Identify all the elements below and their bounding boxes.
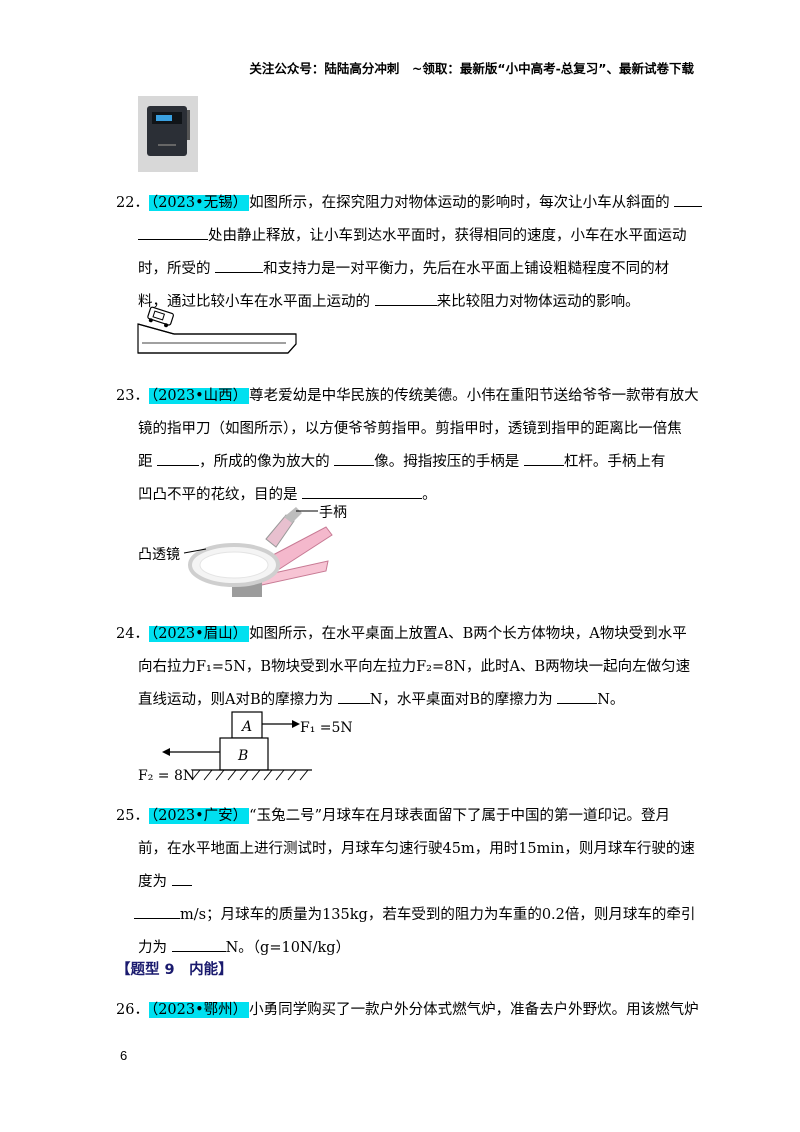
answer-blank[interactable] (337, 691, 370, 704)
question-22: 22．（2023•无锡）如图所示，在探究阻力对物体运动的影响时，每次让小车从斜面… (116, 187, 703, 319)
answer-blank[interactable] (557, 691, 598, 704)
source-tag: （2023•广安） (148, 808, 250, 824)
question-text: 凹凸不平的花纹，目的是 (138, 487, 298, 503)
question-text: 处由静止释放，让小车到达水平面时，获得相同的速度，小车在水平面运动 (208, 228, 687, 244)
answer-blank[interactable] (674, 194, 703, 207)
answer-blank[interactable] (334, 453, 375, 466)
question-26: 26．（2023•鄂州）小勇同学购买了一款户外分体式燃气炉，准备去户外野炊。用该… (116, 994, 699, 1027)
label-block-b: B (237, 748, 248, 764)
question-text: 度为 (138, 874, 167, 890)
source-tag: （2023•山西） (148, 388, 250, 404)
question-text: 尊老爱幼是中华民族的传统美德。小伟在重阳节送给爷爷一款带有放大 (249, 388, 699, 404)
question-text: 力为 (138, 940, 167, 956)
question-text: N，水平桌面对B的摩擦力为 (369, 692, 553, 708)
source-tag: （2023•眉山） (148, 626, 250, 642)
question-number: 26． (116, 1002, 149, 1018)
question-text: “玉兔二号”月球车在月球表面留下了属于中国的第一道印记。登月 (249, 808, 670, 824)
label-f1: F₁ =5N (300, 720, 353, 736)
question-text: 杠杆。手柄上有 (563, 454, 666, 470)
answer-blank[interactable] (215, 260, 264, 273)
question-text: 直线运动，则A对B的摩擦力为 (138, 692, 334, 708)
question-25: 25．（2023•广安）“玉兔二号”月球车在月球表面留下了属于中国的第一道印记。… (116, 800, 695, 965)
question-text: 如图所示，在探究阻力对物体运动的影响时，每次让小车从斜面的 (249, 195, 670, 211)
label-lens: 凸透镜 (138, 547, 180, 563)
question-text: 小勇同学购买了一款户外分体式燃气炉，准备去户外野炊。用该燃气炉 (249, 1002, 699, 1018)
section-heading: 【题型 9 内能】 (116, 962, 233, 978)
question-text: 料，通过比较小车在水平面上运动的 (138, 294, 370, 310)
question-text: 。 (422, 487, 437, 503)
question-number: 25． (116, 808, 149, 824)
question-number: 22． (116, 195, 149, 211)
question-text: 前，在水平地面上进行测试时，月球车匀速行驶45m，用时15min，则月球车行驶的… (138, 841, 695, 857)
ramp-cart-figure (136, 306, 302, 358)
answer-blank[interactable] (374, 293, 437, 306)
answer-blank[interactable] (171, 873, 192, 886)
device-image (138, 96, 198, 172)
question-text: 来比较阻力对物体运动的影响。 (436, 294, 640, 310)
label-block-a: A (240, 719, 252, 735)
question-text: 镜的指甲刀（如图所示），以方便爷爷剪指甲。剪指甲时，透镜到指甲的距离比一倍焦 (138, 421, 682, 437)
question-text: 像。拇指按压的手柄是 (374, 454, 520, 470)
question-text: 和支持力是一对平衡力，先后在水平面上铺设粗糙程度不同的材 (263, 261, 670, 277)
answer-blank[interactable] (157, 453, 200, 466)
question-text: ，所成的像为放大的 (199, 454, 330, 470)
source-tag: （2023•无锡） (148, 195, 250, 211)
question-24: 24．（2023•眉山）如图所示，在水平桌面上放置A、B两个长方体物块，A物块受… (116, 618, 691, 717)
label-handle: 手柄 (319, 505, 347, 521)
label-f2: F₂ = 8N (138, 768, 195, 784)
answer-blank[interactable] (138, 227, 208, 240)
question-text: N。（g=10N/kg） (225, 940, 351, 956)
question-number: 23． (116, 388, 149, 404)
answer-blank[interactable] (134, 906, 180, 919)
source-tag: （2023•鄂州） (148, 1002, 250, 1018)
answer-blank[interactable] (302, 486, 423, 499)
question-23: 23．（2023•山西）尊老爱幼是中华民族的传统美德。小伟在重阳节送给爷爷一款带… (116, 380, 699, 512)
answer-blank[interactable] (523, 453, 564, 466)
question-text: 距 (138, 454, 153, 470)
blocks-force-figure: A B F₁ =5N F₂ = 8N (136, 708, 353, 788)
question-text: N。 (597, 692, 625, 708)
question-number: 24． (116, 626, 149, 642)
page-header: 关注公众号：陆陆高分冲刺 ~领取：最新版“小中高考-总复习”、最新试卷下载 (249, 61, 694, 76)
question-text: 向右拉力F₁=5N，B物块受到水平向左拉力F₂=8N，此时A、B两物块一起向左做… (138, 659, 691, 675)
question-text: 时，所受的 (138, 261, 211, 277)
question-text: m/s；月球车的质量为135kg，若车受到的阻力为车重的0.2倍，则月球车的牵引 (180, 907, 696, 923)
nail-clipper-figure: 手柄 凸透镜 (136, 505, 362, 610)
answer-blank[interactable] (171, 939, 226, 952)
question-text: 如图所示，在水平桌面上放置A、B两个长方体物块，A物块受到水平 (249, 626, 687, 642)
page-number: 6 (120, 1048, 128, 1063)
